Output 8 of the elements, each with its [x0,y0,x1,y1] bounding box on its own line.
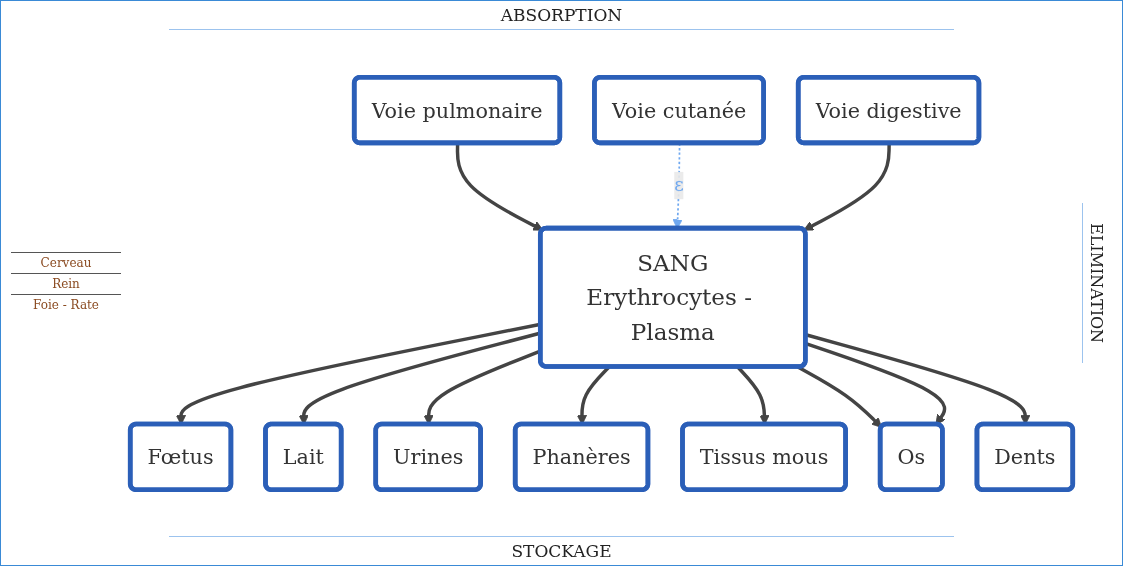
section-heading: ELIMINATION [1082,202,1110,364]
organ-label: Cerveau [11,251,121,273]
organ-label: Rein [11,272,121,294]
edge-label: ε [674,173,684,196]
organ-label: Foie - Rate [11,293,121,315]
section-heading: ABSORPTION [169,1,954,30]
arrow [797,365,883,428]
section-heading: STOCKAGE [169,536,954,565]
